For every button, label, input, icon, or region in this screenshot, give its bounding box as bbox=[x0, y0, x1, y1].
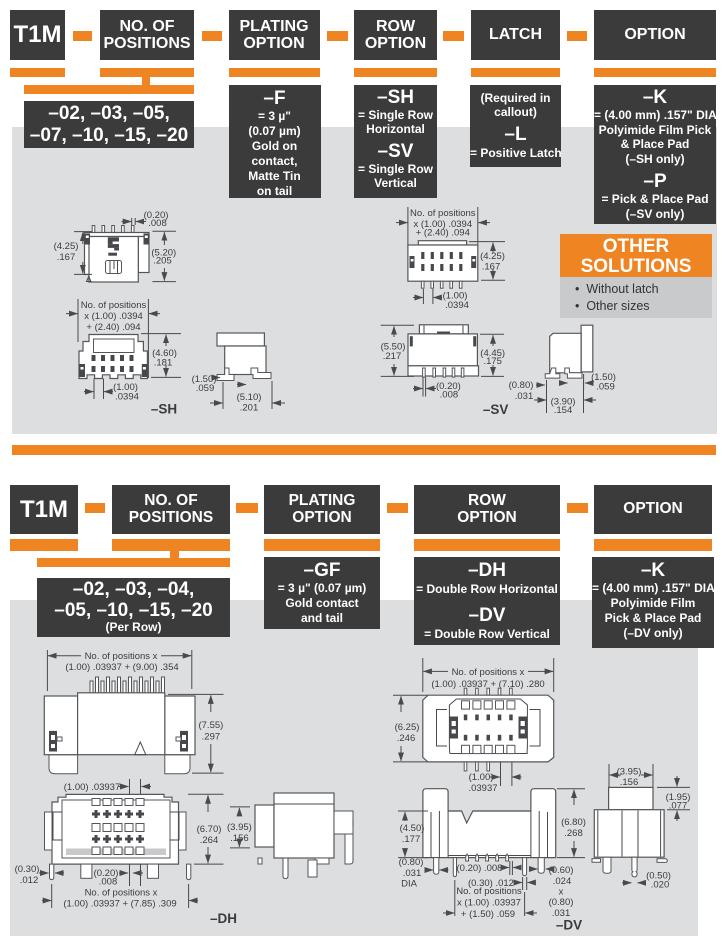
svg-text:.268: .268 bbox=[564, 828, 583, 839]
svg-text:No. of positions: No. of positions bbox=[410, 208, 476, 219]
svg-text:.008: .008 bbox=[99, 877, 118, 888]
svg-text:(4.25): (4.25) bbox=[54, 241, 79, 252]
svg-text:(5.20): (5.20) bbox=[151, 248, 176, 259]
svg-text:No. of positions x: No. of positions x bbox=[452, 667, 525, 678]
svg-text:(0.80): (0.80) bbox=[549, 897, 574, 908]
svg-text:(4.60): (4.60) bbox=[152, 348, 177, 359]
svg-text:(1.00) .03937 + (7.85) .309: (1.00) .03937 + (7.85) .309 bbox=[63, 899, 176, 910]
svg-text:.03937: .03937 bbox=[468, 783, 497, 794]
svg-text:.0394: .0394 bbox=[115, 392, 139, 403]
svg-text:.154: .154 bbox=[554, 405, 573, 416]
svg-text:.167: .167 bbox=[482, 262, 501, 273]
svg-text:.031: .031 bbox=[403, 868, 422, 879]
svg-text:+ (2.40) .094: + (2.40) .094 bbox=[86, 322, 140, 333]
svg-text:x: x bbox=[559, 887, 564, 898]
svg-text:(6.80): (6.80) bbox=[561, 817, 586, 828]
svg-text:–SV: –SV bbox=[483, 402, 509, 417]
svg-text:(1.00): (1.00) bbox=[113, 382, 138, 393]
svg-text:.024: .024 bbox=[553, 876, 572, 887]
svg-text:(0.80): (0.80) bbox=[399, 857, 424, 868]
svg-text:.156: .156 bbox=[620, 777, 639, 788]
svg-text:(7.55): (7.55) bbox=[198, 720, 223, 731]
svg-text:No. of positions x: No. of positions x bbox=[85, 651, 158, 662]
svg-text:.0394: .0394 bbox=[445, 300, 469, 311]
svg-text:.059: .059 bbox=[596, 382, 615, 393]
svg-text:No. of positions: No. of positions bbox=[456, 886, 522, 897]
svg-text:(1.00): (1.00) bbox=[469, 772, 494, 783]
svg-text:.217: .217 bbox=[383, 351, 402, 362]
svg-text:(6.25): (6.25) bbox=[395, 722, 420, 733]
svg-text:.167: .167 bbox=[57, 252, 76, 263]
svg-text:(4.50): (4.50) bbox=[400, 823, 425, 834]
svg-text:(1.50): (1.50) bbox=[192, 374, 217, 385]
svg-text:(6.70): (6.70) bbox=[197, 824, 222, 835]
svg-text:DIA: DIA bbox=[401, 879, 418, 890]
svg-text:(0.20): (0.20) bbox=[94, 868, 119, 879]
svg-text:.175: .175 bbox=[483, 356, 502, 367]
svg-text:(0.60): (0.60) bbox=[549, 865, 574, 876]
svg-text:(4.45): (4.45) bbox=[480, 348, 505, 359]
svg-text:.008: .008 bbox=[440, 390, 459, 401]
svg-text:(0.20) .008: (0.20) .008 bbox=[457, 863, 503, 874]
svg-text:.297: .297 bbox=[202, 732, 221, 743]
svg-text:(3.95): (3.95) bbox=[227, 822, 252, 833]
svg-text:.205: .205 bbox=[153, 256, 172, 267]
svg-text:x (1.00) .0394: x (1.00) .0394 bbox=[84, 311, 143, 322]
svg-text:.031: .031 bbox=[515, 391, 534, 402]
svg-text:(0.20): (0.20) bbox=[144, 210, 169, 221]
svg-text:.177: .177 bbox=[402, 834, 421, 845]
svg-text:(1.00) .03937 + (7.10) .280: (1.00) .03937 + (7.10) .280 bbox=[431, 679, 544, 690]
svg-text:.008: .008 bbox=[148, 218, 167, 229]
svg-text:.059: .059 bbox=[196, 383, 215, 394]
svg-text:.031: .031 bbox=[552, 908, 571, 919]
svg-text:+ (1.50) .059: + (1.50) .059 bbox=[461, 909, 515, 920]
svg-text:–DH: –DH bbox=[210, 911, 237, 926]
svg-text:(0.30) .012: (0.30) .012 bbox=[468, 878, 514, 889]
svg-text:–DV: –DV bbox=[556, 918, 582, 933]
svg-text:No. of positions x: No. of positions x bbox=[85, 888, 158, 899]
svg-text:.077: .077 bbox=[669, 801, 688, 812]
svg-text:(3.90): (3.90) bbox=[551, 397, 576, 408]
svg-text:(1.00) .03937 + (9.00) .354: (1.00) .03937 + (9.00) .354 bbox=[65, 662, 178, 673]
svg-text:(1.95): (1.95) bbox=[666, 792, 691, 803]
svg-text:(0.20): (0.20) bbox=[436, 381, 461, 392]
svg-text:(4.25): (4.25) bbox=[480, 251, 505, 262]
svg-text:(1.00) .03937: (1.00) .03937 bbox=[64, 782, 121, 793]
svg-text:.264: .264 bbox=[200, 835, 219, 846]
svg-text:.181: .181 bbox=[154, 358, 173, 369]
svg-text:(1.00): (1.00) bbox=[443, 291, 468, 302]
svg-text:(0.30): (0.30) bbox=[15, 864, 40, 875]
svg-text:(1.50): (1.50) bbox=[591, 372, 616, 383]
svg-text:(3.95): (3.95) bbox=[617, 767, 642, 778]
svg-text:+ (2.40) .094: + (2.40) .094 bbox=[416, 228, 470, 239]
svg-text:(0.80): (0.80) bbox=[509, 380, 534, 391]
svg-text:(5.50): (5.50) bbox=[381, 342, 406, 353]
svg-text:.201: .201 bbox=[240, 403, 259, 414]
svg-text:.156: .156 bbox=[230, 833, 249, 844]
svg-text:–SH: –SH bbox=[151, 402, 177, 417]
svg-text:.012: .012 bbox=[20, 875, 39, 886]
svg-text:.020: .020 bbox=[651, 880, 670, 891]
svg-text:x (1.00) .03937: x (1.00) .03937 bbox=[457, 898, 521, 909]
svg-text:x (1.00) .0394: x (1.00) .0394 bbox=[413, 219, 472, 230]
svg-text:.246: .246 bbox=[397, 733, 416, 744]
svg-text:(0.50): (0.50) bbox=[646, 871, 671, 882]
svg-text:(5.10): (5.10) bbox=[237, 392, 262, 403]
svg-text:No. of positions: No. of positions bbox=[81, 300, 147, 311]
